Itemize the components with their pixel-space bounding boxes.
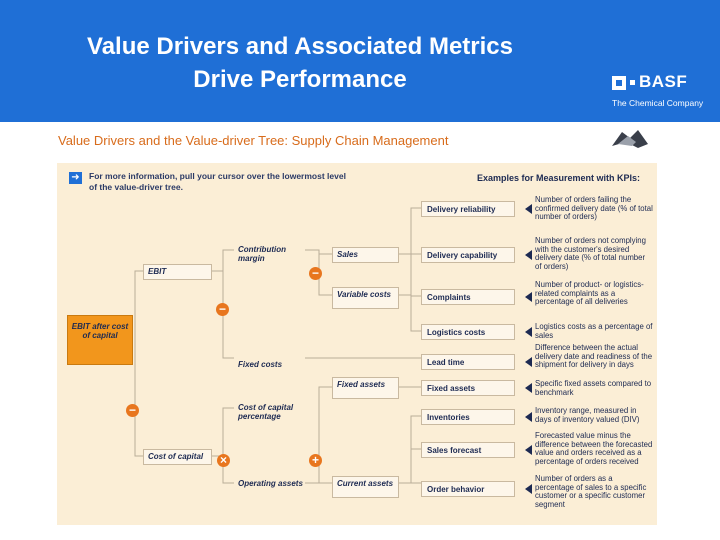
node-cost-of-capital: Cost of capital [143, 449, 212, 465]
minus-operator-icon: − [309, 267, 322, 280]
slide-title-line1: Value Drivers and Associated Metrics [87, 33, 513, 60]
node-sales: Sales [332, 247, 399, 263]
kpi-fixed-assets: Specific fixed assets compared to benchm… [535, 379, 652, 397]
info-text: For more information, pull your cursor o… [89, 171, 346, 192]
node-fixed-costs: Fixed costs [238, 360, 283, 369]
kpi-pointer-icon [525, 250, 532, 260]
node-fixed-assets-mid: Fixed assets [332, 377, 399, 399]
leaf-delivery-capability[interactable]: Delivery capability [421, 247, 515, 263]
multiply-operator-icon: × [217, 454, 230, 467]
leaf-lead-time[interactable]: Lead time [421, 354, 515, 370]
leaf-order-behavior[interactable]: Order behavior [421, 481, 515, 497]
minus-operator-icon: − [126, 404, 139, 417]
info-arrow-icon: ➜ [69, 172, 82, 184]
kpi-pointer-icon [525, 204, 532, 214]
kpi-pointer-icon [525, 292, 532, 302]
leaf-inventories[interactable]: Inventories [421, 409, 515, 425]
kpi-inventories: Inventory range, measured in days of inv… [535, 406, 640, 424]
kpi-pointer-icon [525, 445, 532, 455]
kpi-complaints: Number of product- or logistics-related … [535, 280, 644, 307]
kpi-delivery-reliability: Number of orders failing the confirmed d… [535, 195, 653, 222]
minus-operator-icon: − [216, 303, 229, 316]
node-cost-of-capital-percentage: Cost of capital percentage [238, 403, 294, 421]
kpi-heading: Examples for Measurement with KPIs: [477, 173, 641, 183]
leaf-delivery-reliability[interactable]: Delivery reliability [421, 201, 515, 217]
node-current-assets: Current assets [332, 476, 399, 498]
kpi-lead-time: Difference between the actual delivery d… [535, 343, 653, 370]
kpi-pointer-icon [525, 357, 532, 367]
kpi-logistics-costs: Logistics costs as a percentage of sales [535, 322, 653, 340]
node-ebit: EBIT [143, 264, 212, 280]
kpi-pointer-icon [525, 412, 532, 422]
kpi-pointer-icon [525, 327, 532, 337]
kpi-order-behavior: Number of orders as a percentage of sale… [535, 474, 647, 509]
root-node-ebit-after-cost-of-capital: EBIT after cost of capital [67, 315, 133, 365]
kpi-pointer-icon [525, 383, 532, 393]
slide-title-line2: Drive Performance [193, 66, 407, 93]
leaf-sales-forecast[interactable]: Sales forecast [421, 442, 515, 458]
basf-logo-dot-icon [630, 80, 635, 85]
node-variable-costs: Variable costs [332, 287, 399, 309]
leaf-logistics-costs[interactable]: Logistics costs [421, 324, 515, 340]
kpi-sales-forecast: Forecasted value minus the difference be… [535, 431, 653, 466]
brand-name: BASF [639, 72, 688, 91]
node-operating-assets: Operating assets [238, 479, 303, 488]
leaf-fixed-assets[interactable]: Fixed assets [421, 380, 515, 396]
value-driver-tree: ➜ For more information, pull your cursor… [57, 163, 657, 525]
leaf-complaints[interactable]: Complaints [421, 289, 515, 305]
kpi-delivery-capability: Number of orders not complying with the … [535, 236, 646, 271]
node-contribution-margin: Contribution margin [238, 245, 286, 263]
plus-operator-icon: + [309, 454, 322, 467]
corner-thumbnail-image [608, 124, 652, 152]
tree-connector-lines [134, 207, 421, 484]
section-title: Value Drivers and the Value-driver Tree:… [58, 133, 449, 148]
brand-tagline: The Chemical Company [612, 98, 704, 108]
basf-logo-mark-icon [612, 76, 626, 90]
slide-title: Value Drivers and Associated Metrics Dri… [20, 30, 580, 96]
header-bar: Value Drivers and Associated Metrics Dri… [0, 0, 720, 122]
kpi-pointer-icon [525, 484, 532, 494]
